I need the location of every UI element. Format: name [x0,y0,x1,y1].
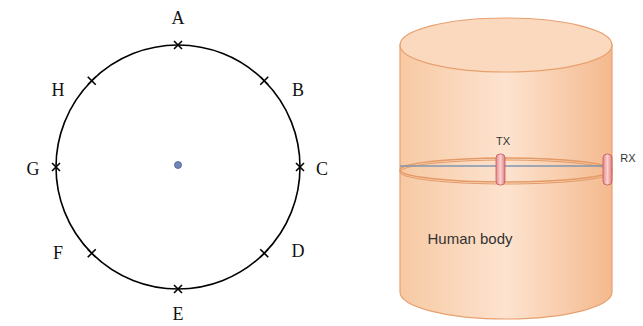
point-label: A [172,9,185,27]
point-mark [174,41,182,49]
point-mark [260,249,268,257]
point-mark [52,163,60,171]
point-label: B [292,81,304,99]
point-label: E [173,305,184,323]
antenna-label: RX [620,153,635,164]
body-label: Human body [427,231,512,246]
point-label: D [292,242,305,260]
antenna-label: TX [496,136,510,147]
point-mark [260,77,268,85]
point-label: F [53,244,63,262]
point-label: C [316,160,328,178]
point-mark [88,249,96,257]
point-label: G [27,160,40,178]
point-mark [88,77,96,85]
ring-diagram [52,41,304,293]
body-cylinder [400,18,612,319]
point-mark [296,163,304,171]
point-mark [174,285,182,293]
point-label: H [52,81,65,99]
